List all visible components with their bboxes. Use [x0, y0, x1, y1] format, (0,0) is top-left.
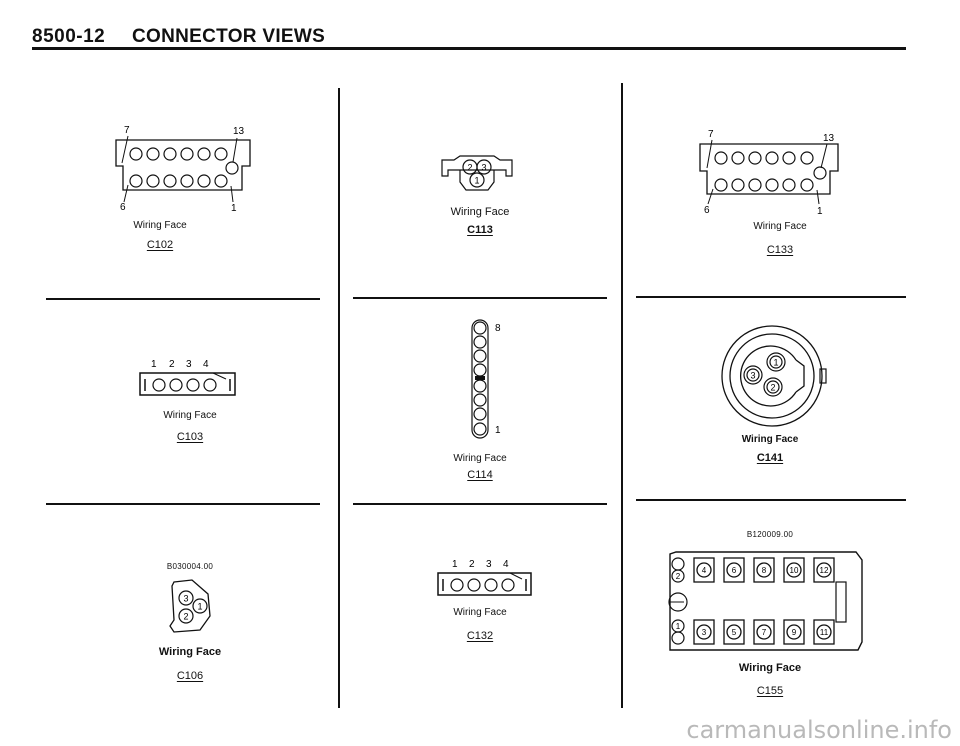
- wiring-face-label: Wiring Face: [158, 646, 222, 658]
- pin-1: 1: [676, 622, 681, 631]
- pin-6: 6: [732, 566, 737, 575]
- pin-11: 11: [820, 628, 829, 637]
- connector-c133: 7 13 6 1 Wiring Face C133: [690, 126, 860, 276]
- pin-label-1: 1: [231, 203, 237, 214]
- reference-code: B030004.00: [166, 562, 214, 571]
- pin-3: 3: [702, 628, 707, 637]
- pin-label-7: 7: [124, 125, 130, 136]
- wiring-face-label: Wiring Face: [753, 221, 807, 232]
- header-rule: [32, 47, 906, 50]
- pin-number: 3: [486, 559, 492, 570]
- reference-code: B120009.00: [746, 530, 794, 539]
- pin-number: 4: [503, 559, 509, 570]
- pin-label-7: 7: [708, 129, 714, 140]
- pin-10: 10: [790, 566, 799, 575]
- pin-3: 3: [183, 594, 188, 604]
- pin-2: 2: [183, 612, 188, 622]
- connector-id-c133: C133: [766, 244, 794, 256]
- row-divider-mid-2: [353, 503, 607, 505]
- pin-12: 12: [820, 566, 829, 575]
- pin-number: 3: [186, 359, 192, 370]
- pin-label-6: 6: [704, 205, 710, 216]
- connector-id-c132: C132: [466, 630, 494, 642]
- wiring-face-label: Wiring Face: [453, 607, 507, 618]
- connector-c114: 8 1 Wiring Face C114: [420, 318, 540, 488]
- pin-label-8: 8: [495, 323, 501, 334]
- pin-number: 2: [469, 559, 475, 570]
- connector-c102-diagram: 7 13 6 1: [115, 125, 251, 214]
- pin-2: 2: [676, 572, 681, 581]
- column-divider-right: [621, 83, 623, 708]
- pin-4: 4: [702, 566, 707, 575]
- connector-c132-diagram: 1 2 3 4: [437, 559, 532, 596]
- connector-c103: 1 2 3 4 Wiring Face C103: [130, 355, 250, 455]
- connector-c113: 2 3 1 Wiring Face C113: [420, 155, 540, 246]
- wiring-face-label: Wiring Face: [133, 220, 187, 231]
- pin-1: 1: [773, 358, 778, 368]
- connector-id-c103: C103: [176, 431, 204, 443]
- pin-3: 3: [481, 163, 486, 173]
- connector-id-c155: C155: [756, 685, 784, 697]
- wiring-face-label: Wiring Face: [741, 434, 799, 445]
- pin-3: 3: [750, 371, 755, 381]
- row-divider-right-2: [636, 499, 906, 501]
- pin-number: 2: [169, 359, 175, 370]
- wiring-face-label: Wiring Face: [453, 453, 507, 464]
- connector-c103-diagram: 1 2 3 4: [139, 359, 236, 396]
- pin-9: 9: [792, 628, 797, 637]
- wiring-face-label: Wiring Face: [738, 662, 802, 674]
- connector-c106: B030004.00 3 1 2 Wiring Face C106: [130, 562, 250, 692]
- pin-8: 8: [762, 566, 767, 575]
- row-divider-mid-1: [353, 297, 607, 299]
- watermark: carmanualsonline.info: [686, 716, 952, 744]
- wiring-face-label: Wiring Face: [163, 410, 217, 421]
- pin-number: 1: [151, 359, 157, 370]
- connector-c106-diagram: 3 1 2: [169, 579, 211, 633]
- connector-c155-diagram: 2 1 4 6 8 10 12 3 5 7 9 11: [668, 551, 863, 651]
- connector-id-c141: C141: [756, 452, 784, 464]
- pin-label-13: 13: [233, 126, 245, 137]
- pin-label-1: 1: [817, 206, 823, 217]
- connector-c133-diagram: 7 13 6 1: [699, 129, 839, 217]
- connector-c141-diagram: 1 3 2: [721, 325, 827, 427]
- pin-number: 4: [203, 359, 209, 370]
- row-divider-left-1: [46, 298, 320, 300]
- row-divider-left-2: [46, 503, 320, 505]
- page-number: 8500-12: [32, 26, 106, 47]
- connector-c102: 7 13 6 1 Wiring Face C102: [100, 118, 270, 268]
- pin-1: 1: [197, 602, 202, 612]
- connector-c155: B120009.00 2 1 4 6 8 10 12: [640, 530, 900, 705]
- connector-c141: 1 3 2 Wiring Face C141: [700, 322, 840, 472]
- pin-5: 5: [732, 628, 737, 637]
- connector-id-c102: C102: [146, 239, 174, 251]
- pin-7: 7: [762, 628, 767, 637]
- pin-number: 1: [452, 559, 458, 570]
- connector-id-c106: C106: [176, 670, 204, 682]
- connector-c114-diagram: 8 1: [471, 319, 501, 439]
- page-title: CONNECTOR VIEWS: [132, 26, 326, 47]
- row-divider-right-1: [636, 296, 906, 298]
- connector-c113-diagram: 2 3 1: [441, 155, 513, 191]
- pin-label-6: 6: [120, 202, 126, 213]
- pin-1: 1: [474, 176, 479, 186]
- pin-label-13: 13: [823, 133, 835, 144]
- pin-2: 2: [770, 383, 775, 393]
- connector-id-c113: C113: [467, 224, 493, 236]
- pin-label-1: 1: [495, 425, 501, 436]
- connector-id-c114: C114: [467, 469, 493, 481]
- column-divider-left: [338, 88, 340, 708]
- pin-2: 2: [467, 163, 472, 173]
- connector-c132: 1 2 3 4 Wiring Face C132: [420, 555, 540, 655]
- wiring-face-label: Wiring Face: [450, 206, 510, 218]
